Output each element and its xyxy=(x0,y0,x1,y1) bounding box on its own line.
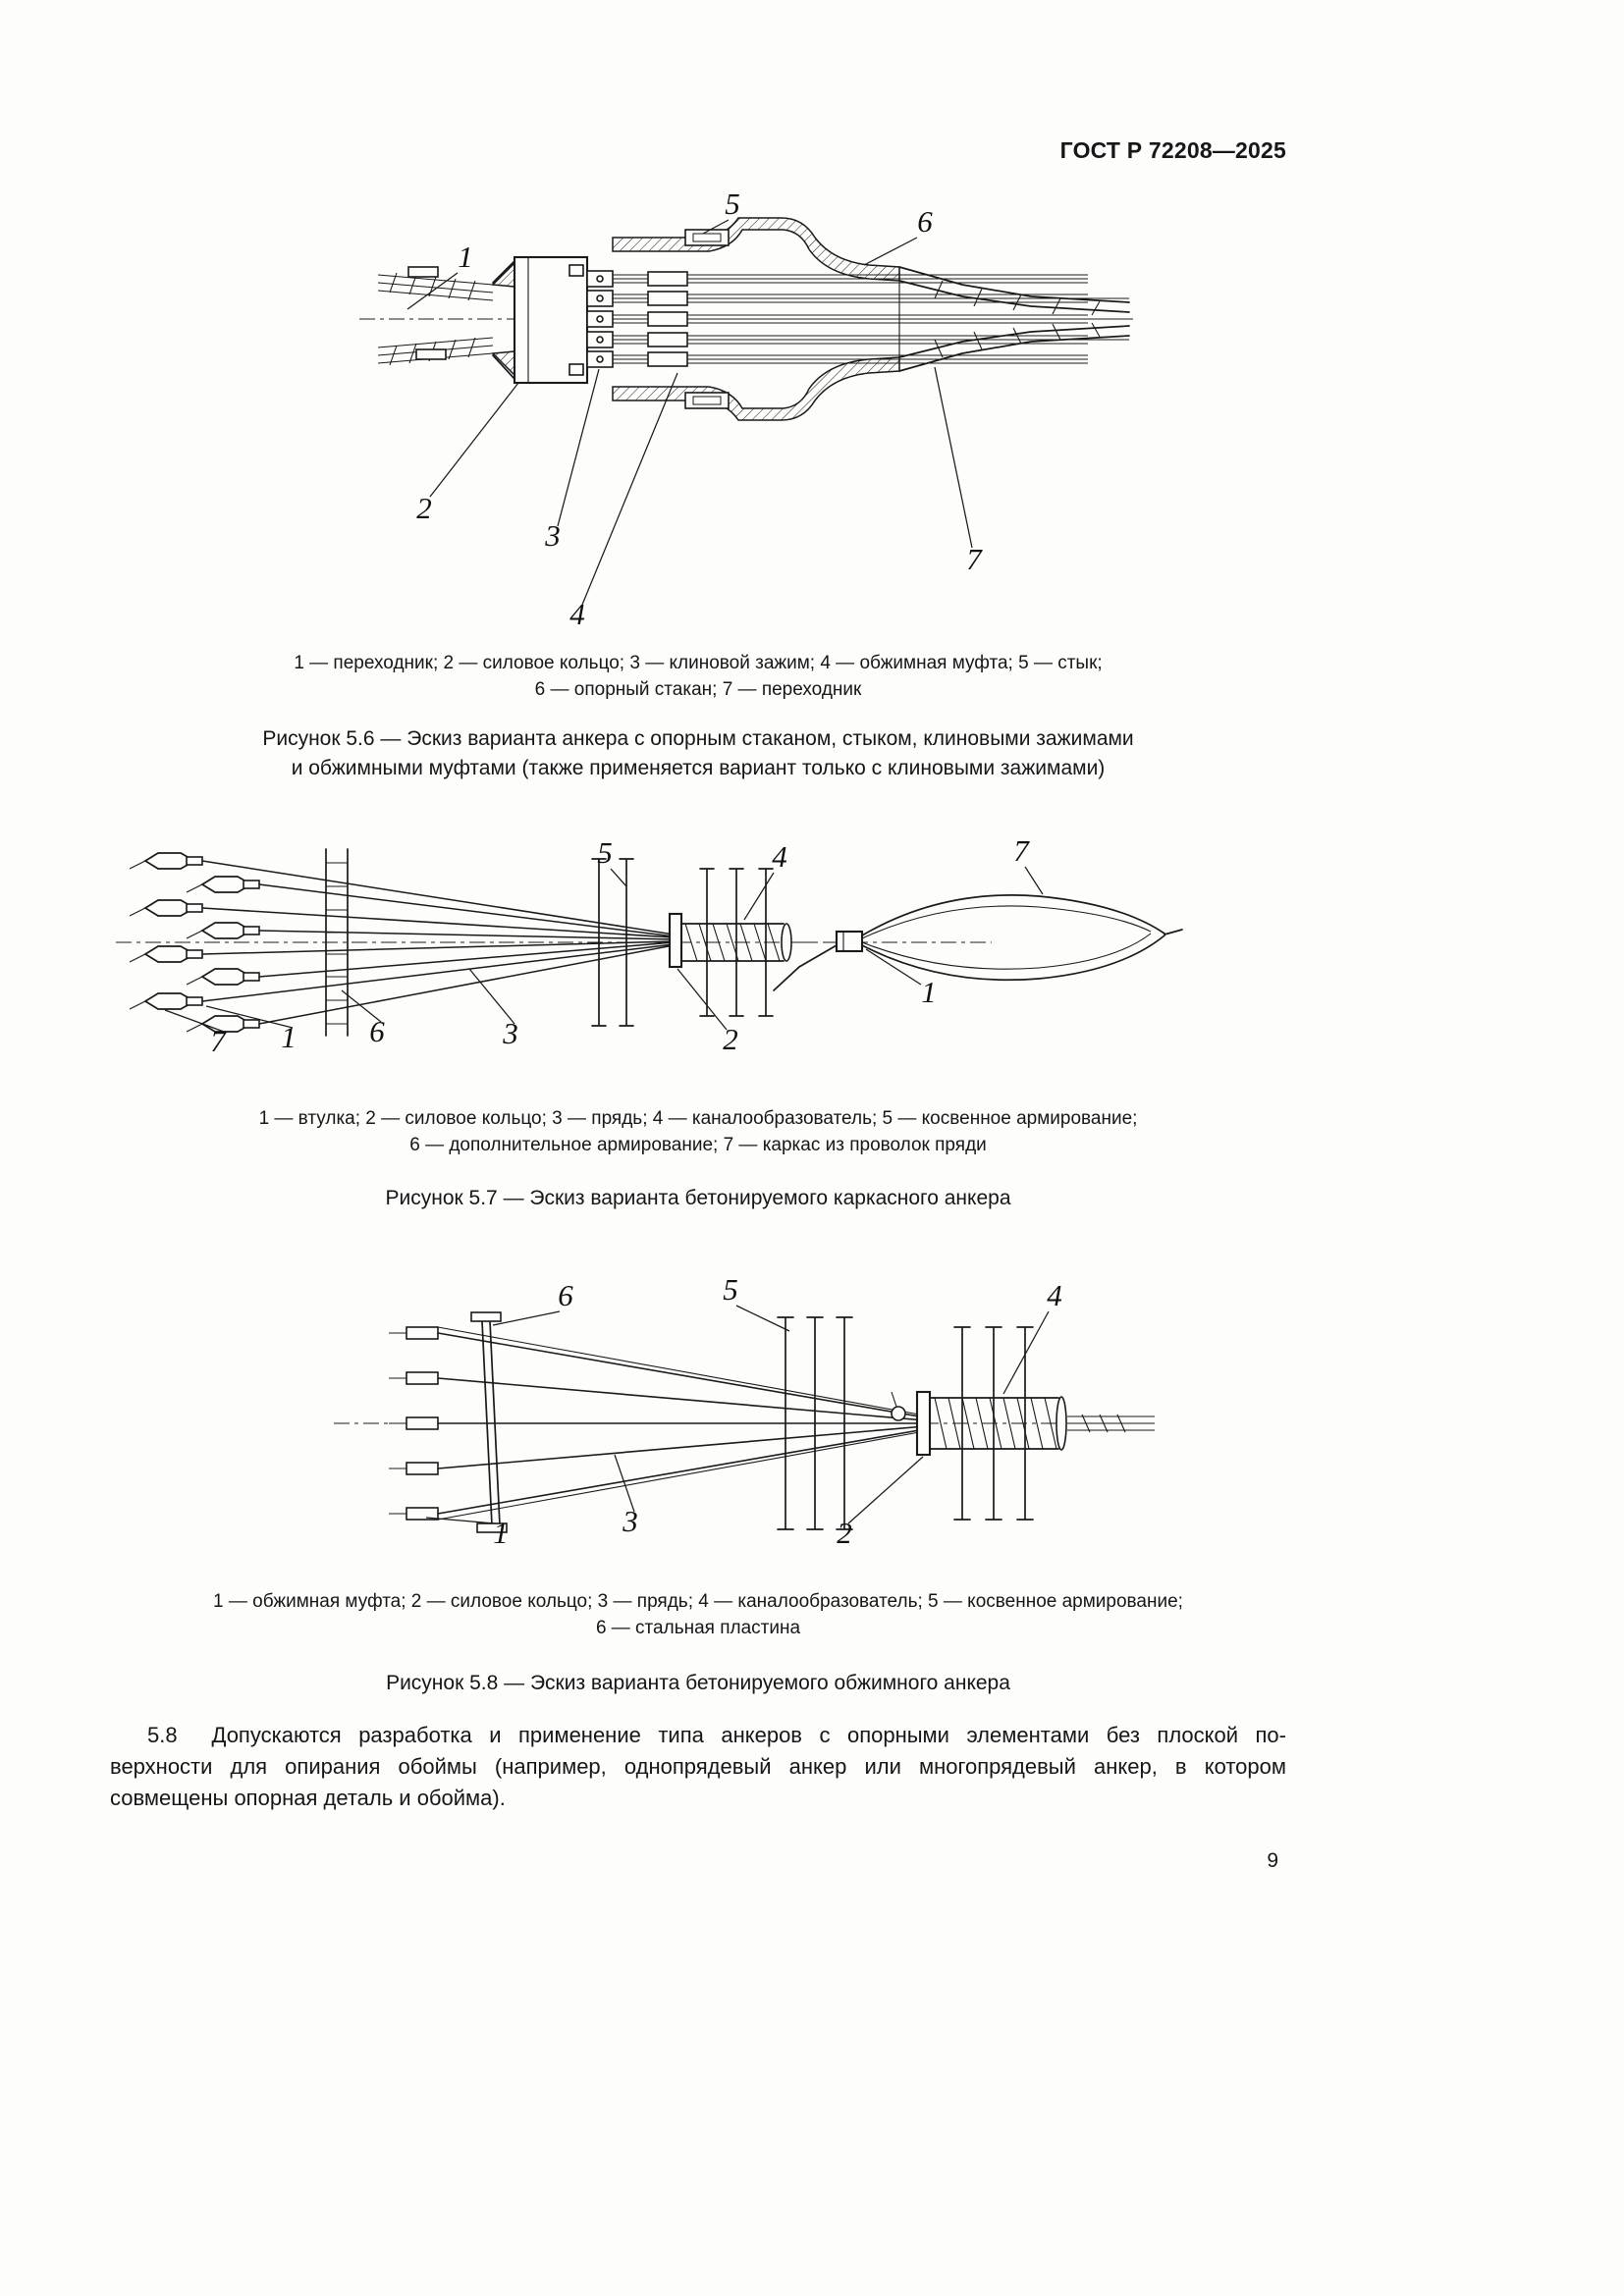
strand-fan xyxy=(201,860,675,1025)
callout-2: 2 xyxy=(416,382,519,525)
left-upper-strand xyxy=(377,266,494,301)
force-ring-plate xyxy=(668,912,683,969)
figure-5-6-drawing: 1 2 3 4 5 6 7 xyxy=(359,187,1133,631)
convergence-ring xyxy=(891,1391,906,1421)
callout-6: 6 xyxy=(492,1278,573,1326)
indirect-reinforcement-bars xyxy=(591,858,774,1027)
adapter-left xyxy=(491,260,515,380)
legend-line: 6 — стальная пластина xyxy=(595,1618,801,1638)
callout-1-right: 1 xyxy=(865,948,937,1009)
legend-line: 6 — опорный стакан; 7 — переходник xyxy=(534,679,862,700)
caption-line: Рисунок 5.8 — Эскиз варианта бетонируемо… xyxy=(386,1672,1010,1694)
callout-3-label: 3 xyxy=(502,1016,518,1050)
figure-5-8-drawing: 6 5 4 1 3 2 xyxy=(334,1272,1159,1550)
callout-6-label: 6 xyxy=(369,1014,385,1048)
callout-1: 1 xyxy=(406,240,473,310)
callout-7-label: 7 xyxy=(966,542,983,576)
figure-5-6-legend: 1 — переходник; 2 — силовое кольцо; 3 — … xyxy=(110,650,1286,703)
callout-2: 2 xyxy=(837,1456,924,1550)
callout-6-label: 6 xyxy=(558,1278,573,1312)
figure-5-7-legend: 1 — втулка; 2 — силовое кольцо; 3 — пряд… xyxy=(110,1105,1286,1158)
callout-1-label: 1 xyxy=(921,975,937,1009)
caption-line: Рисунок 5.6 — Эскиз варианта анкера с оп… xyxy=(262,727,1134,750)
steel-plate xyxy=(470,1311,508,1533)
callout-2: 2 xyxy=(677,968,738,1056)
crimp-sleeves xyxy=(389,1326,439,1521)
callout-4: 4 xyxy=(569,372,678,631)
callout-1-bottom: 1 xyxy=(205,1005,297,1054)
caption-line: Рисунок 5.7 — Эскиз варианта бетонируемо… xyxy=(385,1187,1011,1209)
callout-6-label: 6 xyxy=(917,204,933,239)
callout-5-label: 5 xyxy=(725,187,740,221)
clause-5-8-paragraph: 5.8 Допускаются разработка и применение … xyxy=(110,1720,1286,1814)
callout-2-label: 2 xyxy=(837,1516,852,1550)
legend-line: 1 — обжимная муфта; 2 — силовое кольцо; … xyxy=(213,1591,1183,1612)
page-number: 9 xyxy=(1267,1849,1278,1872)
callout-2-label: 2 xyxy=(723,1022,738,1056)
callout-1-label: 1 xyxy=(281,1020,297,1054)
crimp-sleeves xyxy=(647,271,688,367)
force-ring xyxy=(513,255,589,385)
callout-4-label: 4 xyxy=(772,839,787,874)
legend-line: 1 — переходник; 2 — силовое кольцо; 3 — … xyxy=(294,653,1103,673)
wedge-clamps xyxy=(586,270,614,368)
callout-1: 1 xyxy=(425,1516,509,1550)
callout-4: 4 xyxy=(1002,1278,1062,1395)
standard-code-header: ГОСТ Р 72208—2025 xyxy=(1059,137,1286,163)
duct-former xyxy=(680,923,817,962)
callout-5: 5 xyxy=(723,1272,790,1332)
callout-5: 5 xyxy=(597,835,627,887)
callout-7-label: 7 xyxy=(210,1024,227,1058)
strand-wire-frame-detail xyxy=(773,894,1183,991)
paragraph-line: совмещены опорная деталь и обойма). xyxy=(110,1786,506,1810)
callout-5: 5 xyxy=(702,187,740,235)
callout-4-label: 4 xyxy=(569,597,585,631)
indirect-reinforcement-bars xyxy=(777,1316,1034,1530)
paragraph-line: 5.8 Допускаются разработка и применение … xyxy=(147,1723,1286,1747)
callout-5-label: 5 xyxy=(597,835,613,870)
callout-5-label: 5 xyxy=(723,1272,738,1307)
callout-3: 3 xyxy=(614,1454,638,1538)
callout-7-bottom: 7 xyxy=(164,1009,227,1058)
callout-2-label: 2 xyxy=(416,491,432,525)
callout-3: 3 xyxy=(544,368,600,553)
callout-6: 6 xyxy=(341,989,385,1048)
caption-line: и обжимными муфтами (также применяется в… xyxy=(291,757,1106,779)
callout-7: 7 xyxy=(934,366,983,576)
callout-1-label: 1 xyxy=(493,1516,509,1550)
legend-line: 6 — дополнительное армирование; 7 — карк… xyxy=(409,1135,987,1155)
left-lower-strand xyxy=(377,337,494,366)
figure-5-7-caption: Рисунок 5.7 — Эскиз варианта бетонируемо… xyxy=(110,1184,1286,1213)
legend-line: 1 — втулка; 2 — силовое кольцо; 3 — пряд… xyxy=(258,1108,1138,1129)
strand-fan xyxy=(437,1332,926,1515)
callout-7-top: 7 xyxy=(1013,833,1044,895)
callout-7-label: 7 xyxy=(1013,833,1030,868)
callout-3: 3 xyxy=(468,968,518,1050)
force-ring-plate xyxy=(915,1390,932,1457)
figure-5-8-legend: 1 — обжимная муфта; 2 — силовое кольцо; … xyxy=(110,1588,1286,1641)
callout-4-label: 4 xyxy=(1047,1278,1062,1312)
figure-5-7-drawing: 5 4 7 1 7 1 6 3 xyxy=(116,833,1183,1058)
duct-former xyxy=(929,1396,1155,1451)
wire-frame-anchors xyxy=(129,852,260,1033)
additional-reinforcement xyxy=(325,848,349,1037)
figure-5-8-caption: Рисунок 5.8 — Эскиз варианта бетонируемо… xyxy=(110,1669,1286,1698)
callout-4: 4 xyxy=(743,839,787,921)
figure-5-6-caption: Рисунок 5.6 — Эскиз варианта анкера с оп… xyxy=(110,724,1286,783)
paragraph-line: верхности для опирания обоймы (например,… xyxy=(110,1754,1286,1779)
adapter-right xyxy=(898,266,1130,372)
callout-1-label: 1 xyxy=(458,240,473,274)
callout-3-label: 3 xyxy=(544,518,561,553)
callout-6: 6 xyxy=(863,204,933,266)
callout-3-label: 3 xyxy=(622,1504,638,1538)
